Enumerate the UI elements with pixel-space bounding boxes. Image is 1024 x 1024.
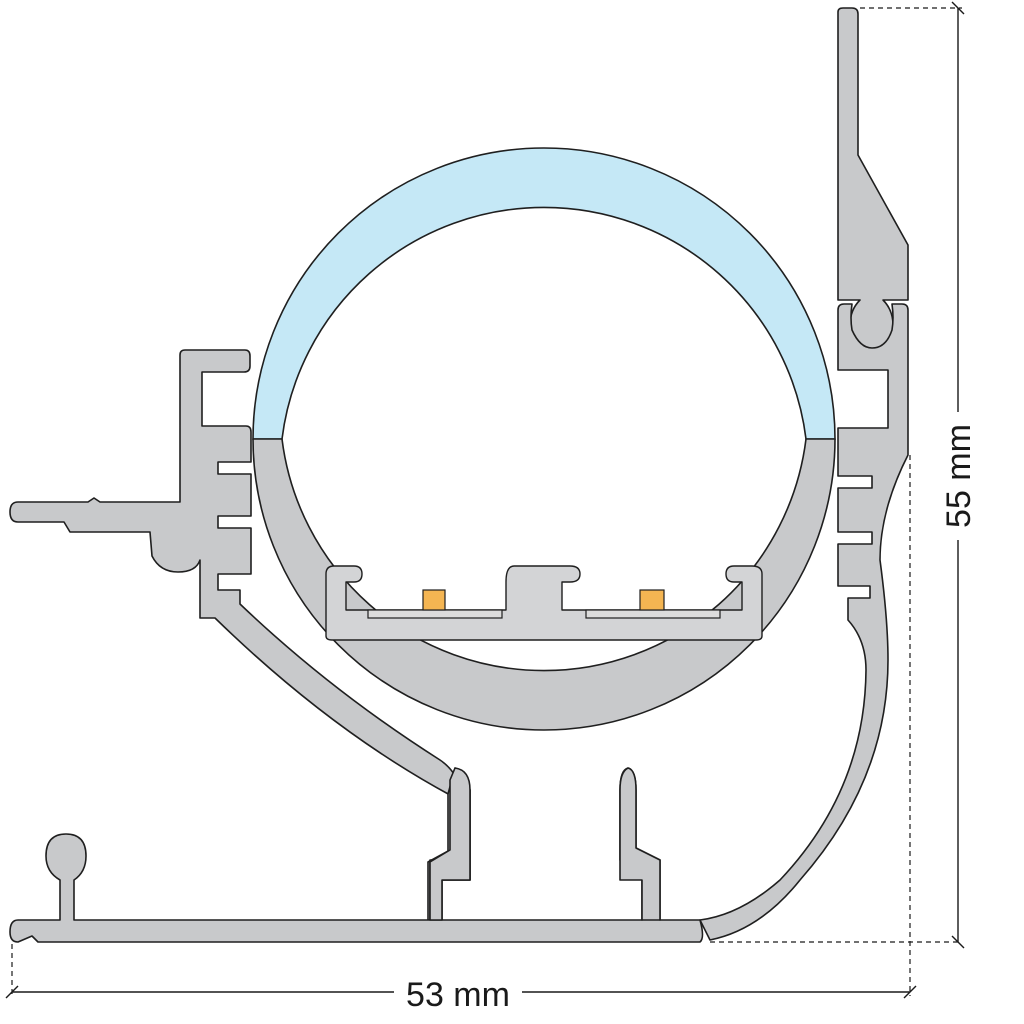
width-dimension-label: 53 mm	[406, 976, 510, 1014]
height-dimension-label: 55 mm	[940, 424, 978, 528]
led-tray	[325, 565, 763, 641]
pcb-strip-right	[585, 609, 721, 619]
diffuser-arc	[252, 147, 836, 440]
left-post	[429, 767, 471, 921]
width-tick-left	[5, 985, 19, 999]
profile-ring	[252, 438, 836, 731]
pcb-strip-left	[367, 609, 503, 619]
right-wall-arm	[837, 7, 909, 351]
led-chip-left	[422, 589, 446, 611]
width-tick-right	[903, 985, 917, 999]
led-chip-right	[639, 589, 665, 611]
base-plate	[9, 767, 704, 943]
right-wall-clip	[699, 303, 909, 941]
height-tick-top	[951, 1, 965, 15]
height-tick-bottom	[951, 935, 965, 949]
right-post	[619, 767, 661, 921]
